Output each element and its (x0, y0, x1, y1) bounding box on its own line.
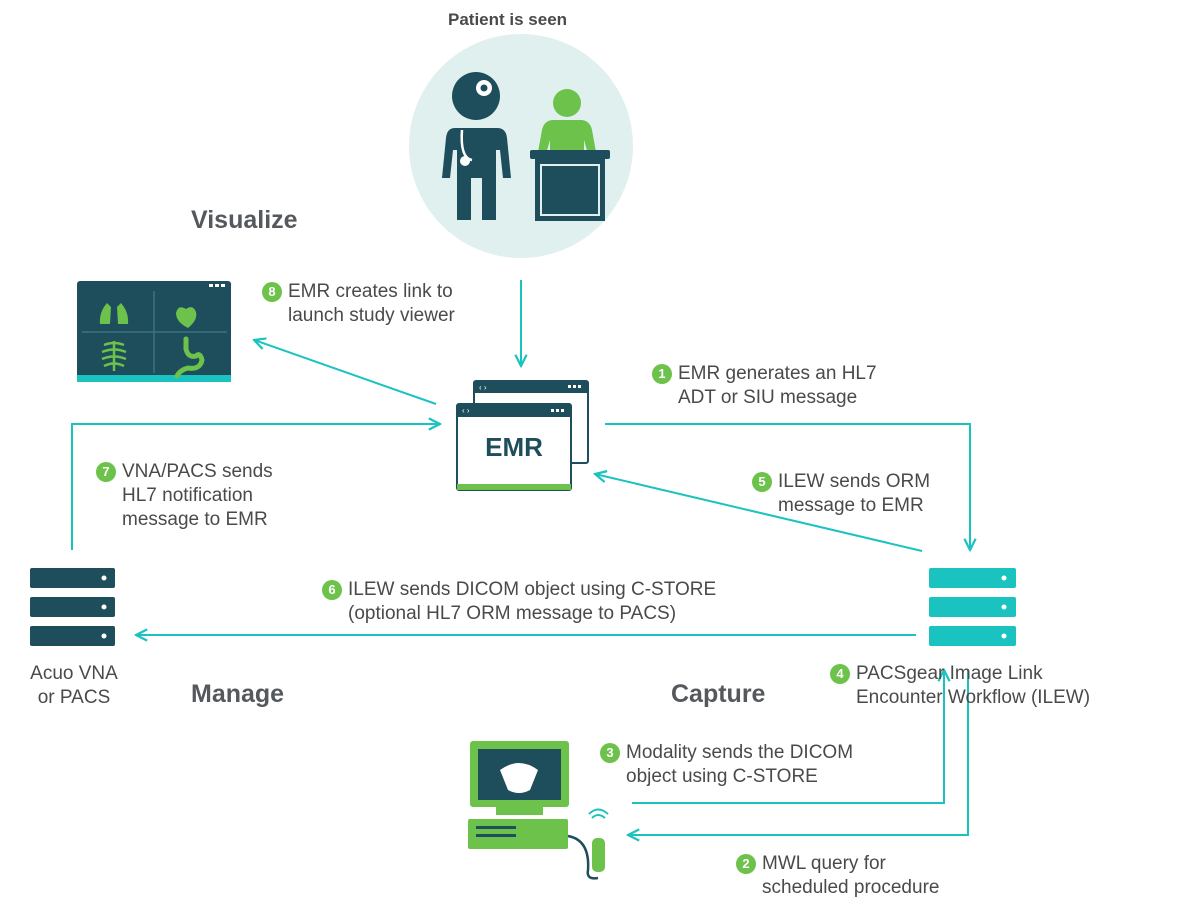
step-text-line: ADT or SIU message (678, 387, 858, 408)
step-text-line: (optional HL7 ORM message to PACS) (348, 603, 677, 624)
arrow-modality-to-ilew (632, 670, 944, 804)
visualize-heading: Visualize (191, 206, 298, 234)
ilew-server-icon (929, 568, 1016, 646)
svg-text:‹ ›: ‹ › (479, 383, 487, 392)
ultrasound-modality-icon (468, 741, 609, 880)
step-number-badge: 8 (262, 282, 282, 302)
ribcage-icon (101, 341, 127, 371)
emr-label: EMR (485, 432, 543, 462)
step-text-line: Modality sends the DICOM (626, 742, 854, 763)
step-text-line: MWL query for (762, 853, 886, 874)
patient-seen-label: Patient is seen (448, 10, 568, 29)
step-number-badge: 5 (752, 472, 772, 492)
step-1-label: 1 EMR generates an HL7 ADT or SIU messag… (652, 362, 877, 410)
lungs-icon (99, 303, 129, 324)
vna-label-line: or PACS (37, 687, 111, 708)
study-viewer-monitor-icon (77, 281, 231, 382)
step-text-line: launch study viewer (288, 305, 455, 326)
ilew-label-line: Encounter Workflow (ILEW) (856, 687, 1091, 708)
step-number-badge: 1 (652, 364, 672, 384)
arrow-ilew-to-emr (595, 474, 923, 552)
step-text-line: scheduled procedure (762, 877, 940, 898)
arrow-emr-to-ilew (605, 423, 970, 550)
step-text-line: EMR generates an HL7 (678, 363, 877, 384)
step-number-badge: 4 (830, 664, 850, 684)
svg-text:‹ ›: ‹ › (462, 406, 470, 415)
step-text-line: message to EMR (122, 509, 268, 530)
arrow-ilew-to-modality (628, 670, 969, 835)
step-text-line: object using C-STORE (626, 766, 818, 787)
step-text-line: message to EMR (778, 495, 924, 516)
step-2-label: 2 MWL query for scheduled procedure (736, 852, 939, 900)
ilew-label-line: PACSgear Image Link (856, 663, 1043, 684)
emr-window-icon: ‹ › ‹ › (456, 380, 589, 491)
step-number-badge: 7 (96, 462, 116, 482)
capture-heading: Capture (671, 680, 766, 708)
step-text-line: VNA/PACS sends (122, 461, 273, 482)
vna-label-line: Acuo VNA (30, 663, 118, 684)
heart-icon (176, 307, 197, 328)
step-7-label: 7 VNA/PACS sends HL7 notification messag… (96, 460, 273, 532)
arrow-vna-to-emr (71, 424, 440, 550)
patient-encounter-illustration (409, 34, 633, 258)
arrow-emr-to-viewer (254, 340, 437, 405)
step-text-line: ILEW sends DICOM object using C-STORE (348, 579, 717, 600)
step-8-label: 8 EMR creates link to launch study viewe… (262, 280, 455, 328)
manage-heading: Manage (191, 680, 285, 708)
stomach-icon (174, 336, 205, 379)
step-3-label: 3 Modality sends the DICOM object using … (600, 741, 853, 789)
step-number-badge: 6 (322, 580, 342, 600)
flow-arrows (71, 280, 970, 835)
vna-label: Acuo VNA or PACS (14, 662, 134, 710)
step-text-line: ILEW sends ORM (778, 471, 931, 492)
ilew-label: 4 PACSgear Image Link Encounter Workflow… (830, 662, 1090, 710)
step-text-line: HL7 notification (122, 485, 253, 506)
step-5-label: 5 ILEW sends ORM message to EMR (752, 470, 930, 518)
vna-server-icon (30, 568, 115, 646)
step-text-line: EMR creates link to (288, 281, 453, 302)
step-6-label: 6 ILEW sends DICOM object using C-STORE … (322, 578, 716, 626)
step-number-badge: 3 (600, 743, 620, 763)
step-number-badge: 2 (736, 854, 756, 874)
doctor-icon (442, 72, 511, 220)
exam-table-icon (530, 150, 610, 221)
